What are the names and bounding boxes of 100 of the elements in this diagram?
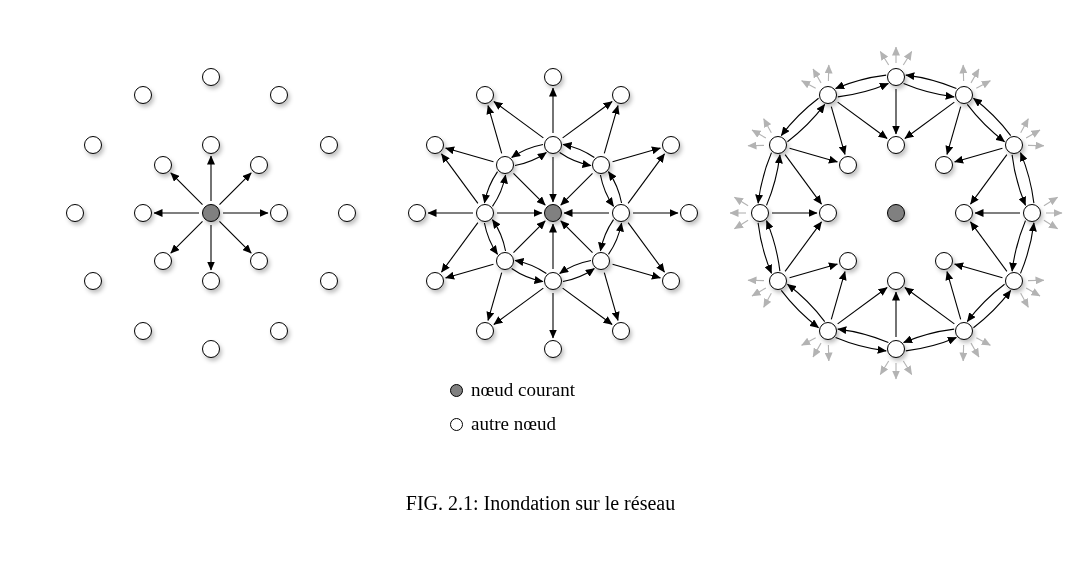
arrow — [207, 224, 215, 271]
arrow — [972, 289, 1012, 329]
node-circle — [955, 86, 973, 104]
node-circle — [887, 68, 905, 86]
arrow — [222, 209, 269, 217]
arrow — [599, 174, 615, 207]
arrow — [482, 171, 499, 204]
arrow — [1043, 196, 1059, 207]
arrow — [969, 154, 1008, 205]
node-circle — [84, 272, 102, 290]
arrow — [170, 220, 204, 254]
node-circle — [662, 136, 680, 154]
arrow — [496, 209, 543, 217]
node-circle — [270, 86, 288, 104]
arrow — [945, 271, 962, 320]
arrow — [627, 222, 666, 273]
arrow — [974, 209, 1021, 217]
arrow — [837, 101, 888, 140]
arrow — [549, 156, 557, 203]
arrow — [835, 74, 887, 90]
arrow — [549, 223, 557, 270]
node-circle — [134, 204, 152, 222]
arrow — [812, 68, 822, 84]
arrow — [549, 292, 557, 339]
node-circle — [887, 272, 905, 290]
arrow — [945, 106, 962, 155]
arrow — [751, 287, 767, 297]
arrow — [835, 336, 887, 354]
arrow — [902, 50, 913, 66]
arrow — [511, 143, 544, 159]
arrow — [824, 64, 833, 82]
arrow — [892, 291, 900, 338]
arrow — [1019, 152, 1035, 204]
arrow — [1025, 129, 1041, 139]
arrow — [786, 103, 826, 143]
node-circle — [935, 252, 953, 270]
arrow — [598, 219, 615, 252]
arrow — [954, 147, 1003, 164]
arrow — [1025, 287, 1041, 297]
node-circle — [84, 136, 102, 154]
arrow — [1011, 154, 1027, 206]
arrow — [970, 342, 980, 358]
arrow — [514, 258, 547, 275]
node-circle — [320, 136, 338, 154]
node-circle — [496, 156, 514, 174]
arrow — [830, 271, 847, 320]
arrow — [493, 100, 544, 139]
arrow — [1027, 141, 1045, 150]
arrow — [763, 292, 772, 308]
arrow — [780, 97, 820, 137]
node-circle — [662, 272, 680, 290]
arrow — [512, 220, 546, 254]
arrow — [486, 272, 503, 321]
node-circle — [592, 252, 610, 270]
arrow — [511, 267, 544, 284]
node-circle — [426, 272, 444, 290]
arrow — [904, 286, 955, 325]
node-circle — [270, 322, 288, 340]
arrow — [153, 209, 200, 217]
node-circle — [426, 136, 444, 154]
arrow — [771, 209, 818, 217]
node-circle — [769, 136, 787, 154]
arrow — [560, 220, 594, 254]
node-circle — [544, 272, 562, 290]
arrow — [905, 336, 957, 352]
arrow — [765, 220, 781, 272]
arrow — [959, 344, 968, 362]
arrow — [607, 222, 624, 255]
node-circle — [1023, 204, 1041, 222]
arrow — [440, 153, 479, 204]
arrow — [972, 97, 1012, 137]
node-circle — [154, 252, 172, 270]
arrow — [751, 129, 767, 139]
arrow — [954, 262, 1003, 279]
node-circle — [955, 204, 973, 222]
arrow — [445, 263, 494, 280]
legend-label: autre nœud — [471, 413, 556, 435]
arrow — [801, 80, 817, 89]
node-circle — [250, 156, 268, 174]
arrow — [837, 286, 888, 325]
node-circle — [544, 136, 562, 154]
arrow — [970, 68, 980, 84]
node-circle — [202, 340, 220, 358]
node-circle — [612, 322, 630, 340]
arrow — [903, 82, 955, 100]
node-circle — [202, 136, 220, 154]
arrow — [801, 337, 817, 346]
arrow — [747, 276, 765, 285]
arrow — [427, 209, 474, 217]
arrow — [747, 141, 765, 150]
node-circle — [202, 272, 220, 290]
arrow — [729, 209, 747, 217]
node-circle — [935, 156, 953, 174]
arrow — [491, 174, 508, 207]
arrow — [512, 172, 546, 206]
arrow — [786, 283, 826, 323]
node-circle — [496, 252, 514, 270]
node-circle — [839, 252, 857, 270]
node-circle — [819, 204, 837, 222]
arrow — [837, 82, 889, 98]
